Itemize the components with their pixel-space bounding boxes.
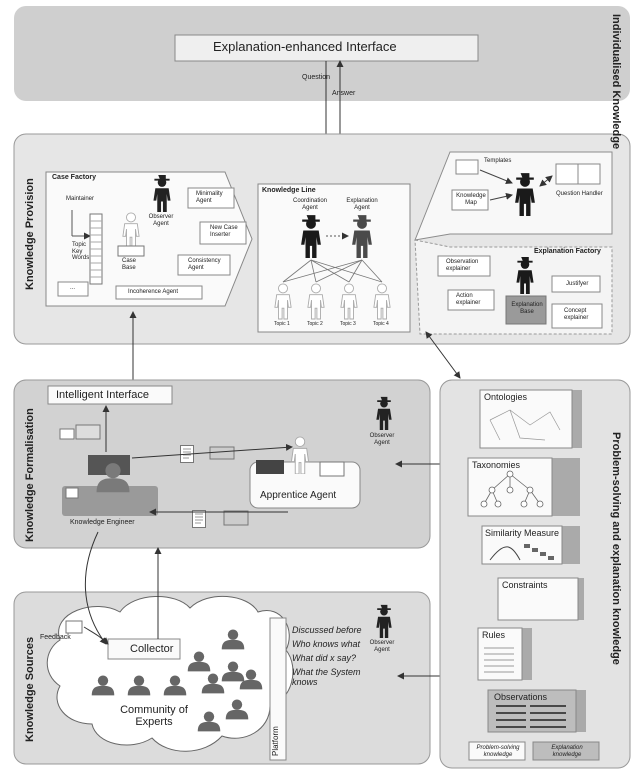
knowledge-provision-label: Knowledge Provision: [24, 178, 36, 290]
knowledge-map-label: Knowledge Map: [456, 193, 486, 206]
explanation-base-label: Explanation Base: [511, 302, 543, 315]
explanation-agent-label: Explanation Agent: [346, 198, 378, 211]
question-handler-label: Question Handler: [556, 191, 603, 197]
rules-label: Rules: [482, 630, 506, 640]
platform-label: Platform: [271, 726, 280, 756]
answer-label: Answer: [332, 90, 356, 97]
consistency-agent-label: Consistency Agent: [188, 258, 221, 271]
individualised-knowledge-label: Individualised Knowledge: [610, 14, 622, 150]
query-what-the-system-knows: What the System knows: [292, 667, 361, 687]
ontologies-label: Ontologies: [484, 392, 528, 402]
incoherence-agent-label: Incoherence Agent: [128, 289, 179, 295]
constraints-label: Constraints: [502, 580, 548, 590]
problem-solving-label: Problem-solving and explanation knowledg…: [610, 432, 622, 665]
formalisation-observer-agent-label: Observer Agent: [369, 433, 395, 446]
feedback-label: Feedback: [40, 634, 71, 641]
observations-label: Observations: [494, 692, 548, 702]
topic-2-label: Topic 2: [307, 321, 323, 327]
topic-keywords-label: Topic Key Words: [72, 242, 90, 262]
similarity-measure-label: Similarity Measure: [485, 528, 560, 538]
topic-4-label: Topic 4: [373, 321, 389, 327]
taxonomies-label: Taxonomies: [472, 460, 521, 470]
observation-explainer-label: Observation explainer: [446, 259, 479, 272]
topic-1-label: Topic 1: [274, 321, 290, 327]
maintainer-label: Maintainer: [66, 196, 95, 202]
coordination-agent-label: Coordination Agent: [292, 198, 328, 211]
concept-explainer-label: Concept explainer: [564, 308, 589, 321]
collector-label: Collector: [130, 643, 174, 655]
explanation-factory-title: Explanation Factory: [534, 248, 601, 255]
observer-agent-label: Observer Agent: [148, 214, 174, 227]
small-agent-label: ...: [70, 285, 76, 291]
query-who-knows-what: Who knows what: [292, 639, 361, 649]
query-discussed-before: Discussed before: [292, 625, 362, 635]
action-explainer-label: Action explainer: [456, 293, 481, 306]
case-factory-title: Case Factory: [52, 174, 96, 181]
query-what-did-x-say: What did x say?: [292, 653, 357, 663]
knowledge-line-title: Knowledge Line: [262, 187, 316, 194]
question-label: Question: [302, 74, 331, 81]
case-base-label: Case Base: [122, 258, 137, 271]
sources-observer-agent-label: Observer Agent: [369, 640, 395, 653]
community-of-experts-label: Community of Experts: [120, 704, 188, 729]
topic-3-label: Topic 3: [340, 321, 356, 327]
new-case-inserter-label: New Case Inserter: [210, 225, 238, 238]
minimality-agent-label: Minimality Agent: [196, 191, 223, 204]
apprentice-agent-label: Apprentice Agent: [260, 490, 337, 501]
explanation-interface-label: Explanation-enhanced Interface: [213, 39, 397, 54]
legend-explanation: Explanation knowledge: [551, 745, 583, 758]
knowledge-formalisation-label: Knowledge Formalisation: [24, 408, 36, 542]
justifyer-label: Justifyer: [566, 281, 589, 287]
knowledge-sources-label: Knowledge Sources: [24, 636, 36, 742]
knowledge-engineer-label: Knowledge Engineer: [70, 519, 135, 526]
legend-problem-solving: Problem-solving knowledge: [476, 745, 520, 758]
intelligent-interface-label: Intelligent Interface: [56, 389, 149, 401]
templates-label: Templates: [484, 158, 512, 164]
